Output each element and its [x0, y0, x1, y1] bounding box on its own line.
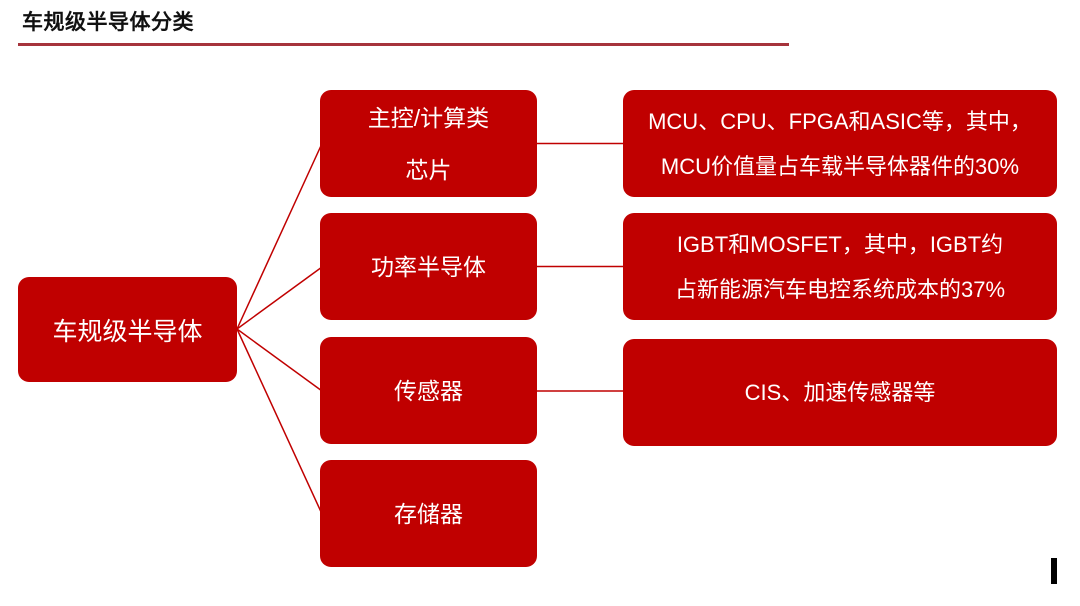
- text-cursor-artifact: [1051, 558, 1057, 584]
- description-node-main-control-computing-chips: MCU、CPU、FPGA和ASIC等，其中， MCU价值量占车载半导体器件的30…: [623, 90, 1057, 197]
- connector-root-to-branch-3: [236, 328, 323, 515]
- page-title: 车规级半导体分类: [22, 11, 194, 34]
- connector-root-to-branch-1: [236, 266, 323, 330]
- root-node-auto-grade-semiconductor: 车规级半导体: [18, 277, 237, 382]
- category-node-sensor: 传感器: [320, 337, 537, 444]
- category-node-memory: 存储器: [320, 460, 537, 567]
- connector-root-to-branch-2: [236, 328, 323, 392]
- category-node-main-control-computing-chips: 主控/计算类 芯片: [320, 90, 537, 197]
- title-underline: [18, 43, 789, 46]
- category-node-power-semiconductor: 功率半导体: [320, 213, 537, 320]
- description-node-power-semiconductor: IGBT和MOSFET，其中，IGBT约 占新能源汽车电控系统成本的37%: [623, 213, 1057, 320]
- connector-root-to-branch-0: [236, 143, 323, 330]
- description-node-sensor: CIS、加速传感器等: [623, 339, 1057, 446]
